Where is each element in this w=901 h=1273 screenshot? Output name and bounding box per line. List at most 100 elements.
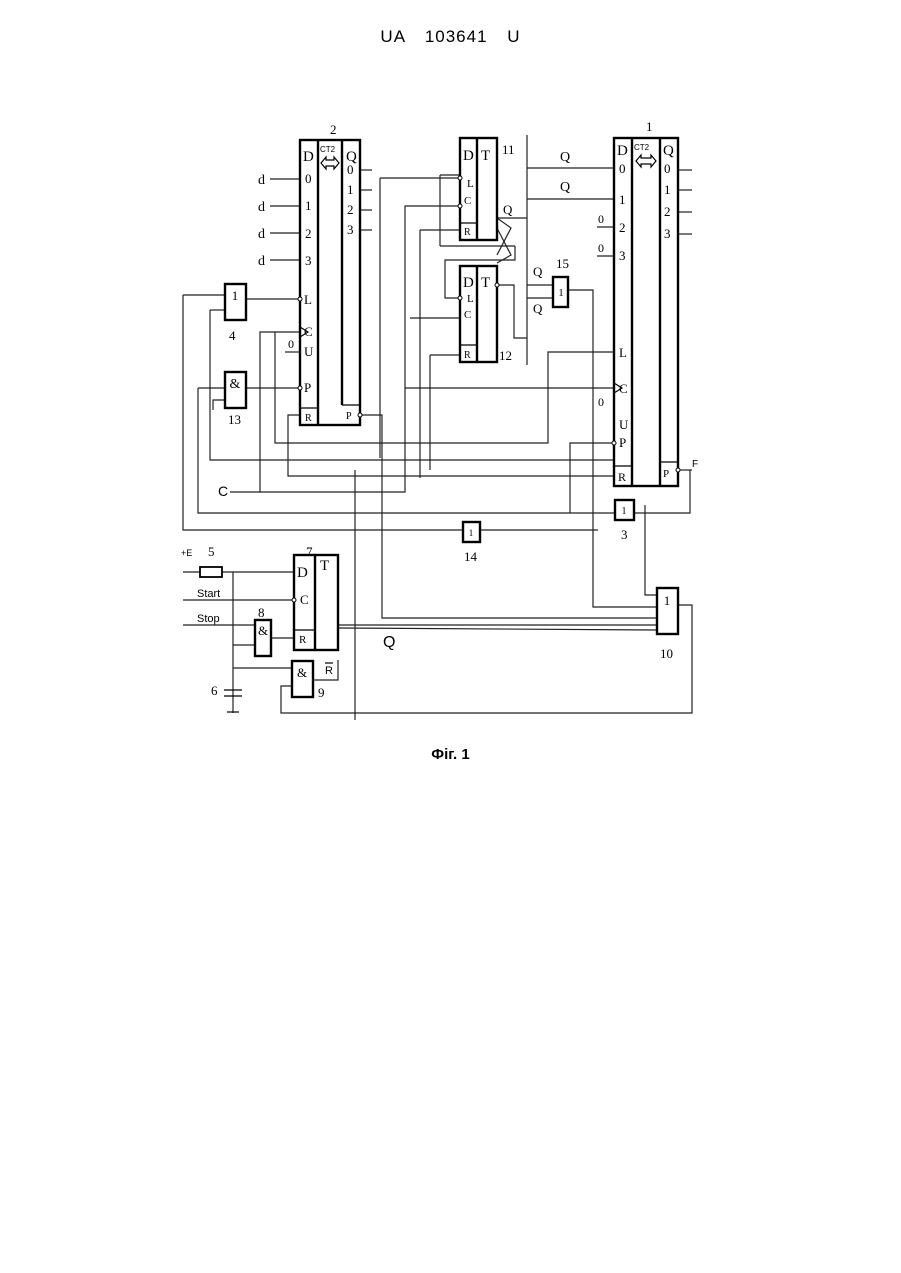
resistor-5-ref: 5	[208, 544, 215, 559]
label-q1-top: Q	[560, 180, 570, 195]
resistor-5: 5	[200, 544, 222, 577]
counter-1-r: R	[618, 470, 626, 484]
gate-10-symbol: 1	[664, 593, 671, 608]
counter-1-in-1: 1	[619, 192, 626, 207]
flipflop-7-ref: 7	[306, 544, 313, 559]
flipflop-7-r: R	[299, 634, 307, 646]
counter-2-in-2: 2	[305, 226, 312, 241]
label-stop: Stop	[197, 613, 220, 625]
counter-2-out-1: 1	[347, 182, 354, 197]
counter-1-in-2: 2	[619, 220, 626, 235]
gate-8-ref: 8	[258, 605, 265, 620]
gate-13: & 13	[225, 372, 246, 427]
counter-2-d-label: D	[303, 149, 314, 165]
flipflop-11-t: T	[481, 148, 490, 164]
gate-3-ref: 3	[621, 527, 628, 542]
counter-1-u: U	[619, 417, 629, 432]
flipflop-11-c: C	[464, 195, 471, 207]
gate-4-ref: 4	[229, 328, 236, 343]
output-f: F	[692, 459, 698, 470]
counter-1-out-1: 1	[664, 182, 671, 197]
counter-1-p0: P	[619, 435, 626, 450]
gate-9-ref: 9	[318, 685, 325, 700]
input-d0: d	[258, 173, 265, 188]
counter-1-const-2: 0	[598, 212, 604, 226]
counter-2-in-0: 0	[305, 171, 312, 186]
gate-3-symbol: 1	[622, 506, 627, 517]
counter-2-r: R	[305, 413, 312, 424]
gate-13-ref: 13	[228, 412, 241, 427]
counter-1-in-3: 3	[619, 248, 626, 263]
gate-10: 1 10	[657, 588, 678, 661]
gate-4-symbol: 1	[232, 288, 239, 303]
flipflop-12-r: R	[464, 350, 471, 361]
gate-14-symbol: 1	[469, 528, 474, 538]
counter-1-out-0: 0	[664, 161, 671, 176]
flipflop-11-l: L	[467, 178, 474, 190]
flipflop-12-ref: 12	[499, 348, 512, 363]
gate-4: 1 4	[225, 284, 246, 343]
label-q1-gate15: Q	[533, 301, 543, 316]
counter-2-out-3: 3	[347, 222, 354, 237]
gate-8: & 8	[255, 605, 271, 656]
flipflop-12-c: C	[464, 309, 471, 321]
counter-2: 2 D CT2 Q 0 1 2 3 0 1 2 3 L C U 0 P R P	[288, 122, 362, 425]
counter-2-l: L	[304, 292, 312, 307]
gate-8-symbol: &	[258, 623, 268, 638]
input-d2: d	[258, 227, 265, 242]
gate-10-ref: 10	[660, 646, 673, 661]
counter-1-l: L	[619, 345, 627, 360]
input-d1: d	[258, 200, 265, 215]
counter-2-title: CT2	[320, 145, 336, 154]
flipflop-11-d: D	[463, 148, 474, 164]
gate-14-ref: 14	[464, 549, 478, 564]
counter-2-c: C	[304, 324, 313, 339]
counter-1-u-const: 0	[598, 395, 604, 409]
counter-2-in-1: 1	[305, 198, 312, 213]
counter-1: 1 D CT2 Q 0 1 2 3 0 0 0 1 2 3 L C 0 U P …	[598, 119, 698, 486]
flipflop-7-c: C	[300, 592, 309, 607]
counter-2-u-const: 0	[288, 337, 294, 351]
counter-2-out-0: 0	[347, 162, 354, 177]
gate-15: 1 15	[553, 256, 569, 307]
counter-1-p4: P	[663, 468, 669, 480]
label-q0-gate15: Q	[533, 264, 543, 279]
gate-9-symbol: &	[297, 665, 307, 680]
flipflop-7-t: T	[320, 558, 329, 574]
flipflop-7: 7 D T C R	[292, 544, 338, 650]
flipflop-11-ref: 11	[502, 142, 515, 157]
data-inputs: d d d d C	[218, 173, 265, 499]
label-start: Start	[197, 588, 220, 600]
flipflop-12-t: T	[481, 275, 490, 291]
gate-13-symbol: &	[230, 377, 241, 392]
label-q-output: Q	[383, 634, 395, 651]
flipflop-11-q: Q	[503, 202, 513, 217]
counter-1-out-2: 2	[664, 204, 671, 219]
gate-15-ref: 15	[556, 256, 569, 271]
gate-15-symbol: 1	[558, 287, 564, 299]
counter-1-in-0: 0	[619, 161, 626, 176]
flipflop-11-r: R	[464, 227, 471, 238]
counter-2-out-2: 2	[347, 202, 354, 217]
gate-3: 1 3	[615, 500, 634, 542]
counter-2-u: U	[304, 344, 314, 359]
counter-1-out-3: 3	[664, 226, 671, 241]
input-c: C	[218, 483, 228, 499]
flipflop-12-l: L	[467, 293, 474, 305]
gate-14: 1 14	[463, 522, 480, 564]
capacitor-6-ref: 6	[211, 683, 218, 698]
label-power: +E	[181, 548, 192, 558]
counter-1-const-3: 0	[598, 241, 604, 255]
label-q0-top: Q	[560, 150, 570, 165]
counter-1-ref: 1	[646, 119, 653, 134]
counter-1-d-label: D	[617, 143, 628, 159]
flipflop-7-d: D	[297, 565, 308, 581]
counter-2-in-3: 3	[305, 253, 312, 268]
figure-caption: Фіг. 1	[0, 746, 901, 763]
counter-1-q-label: Q	[663, 143, 674, 159]
flipflop-12-d: D	[463, 275, 474, 291]
input-d3: d	[258, 254, 265, 269]
counter-2-ref: 2	[330, 122, 337, 137]
label-r-bar: R	[325, 665, 333, 677]
